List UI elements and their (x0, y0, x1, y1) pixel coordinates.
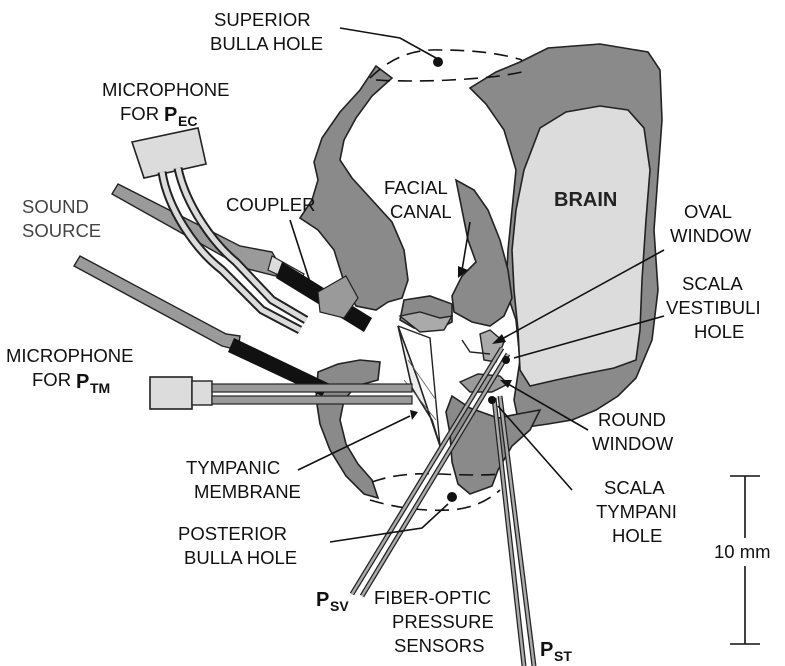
label-st-hole-1: SCALA (604, 477, 665, 498)
label-mic-pec-1: MICROPHONE (102, 79, 229, 100)
label-st-hole-2: TYMPANI (596, 501, 677, 522)
label-mic-ptm-1: MICROPHONE (6, 345, 133, 366)
label-pec-sub: EC (178, 113, 197, 129)
label-facial-canal-1: FACIAL (384, 177, 448, 198)
label-pst-main: P (540, 639, 553, 661)
label-psv-main: P (316, 589, 329, 611)
label-fiber-optic-2: PRESSURE (392, 611, 494, 632)
label-posterior-2: BULLA HOLE (184, 547, 297, 568)
label-sound-source-2: SOURCE (22, 220, 101, 241)
label-superior-1: SUPERIOR (214, 9, 311, 30)
label-sound-source-1: SOUND (22, 196, 89, 217)
label-oval-window-2: WINDOW (670, 225, 752, 246)
label-ptm-main: P (76, 371, 89, 393)
label-fiber-optic-1: FIBER-OPTIC (374, 587, 491, 608)
label-facial-canal-2: CANAL (390, 201, 452, 222)
label-mic-pec-2: FOR (120, 103, 159, 124)
label-oval-window-1: OVAL (684, 201, 732, 222)
label-mic-ptm-2: FOR (32, 369, 71, 390)
label-ptm-sub: TM (90, 380, 110, 396)
label-posterior-1: POSTERIOR (178, 523, 287, 544)
label-pst-sub: ST (554, 648, 572, 664)
superior-bulla-hole (370, 50, 522, 81)
label-brain: BRAIN (554, 189, 617, 211)
label-superior-2: BULLA HOLE (210, 33, 323, 54)
label-tympanic-1: TYMPANIC (186, 457, 280, 478)
label-fiber-optic-3: SENSORS (394, 635, 484, 656)
label-round-window-1: ROUND (598, 409, 666, 430)
tympanic-membrane (398, 312, 452, 446)
label-pec-main: P (164, 104, 177, 126)
label-psv-sub: SV (330, 598, 349, 614)
label-sv-hole-3: HOLE (694, 321, 744, 342)
brain-region (512, 106, 650, 386)
label-tympanic-2: MEMBRANE (194, 481, 301, 502)
label-sv-hole-1: SCALA (682, 273, 743, 294)
label-coupler: COUPLER (226, 194, 315, 215)
label-scale-bar: 10 mm (714, 541, 771, 562)
label-sv-hole-2: VESTIBULI (666, 297, 761, 318)
label-round-window-2: WINDOW (592, 433, 674, 454)
label-st-hole-3: HOLE (612, 525, 662, 546)
